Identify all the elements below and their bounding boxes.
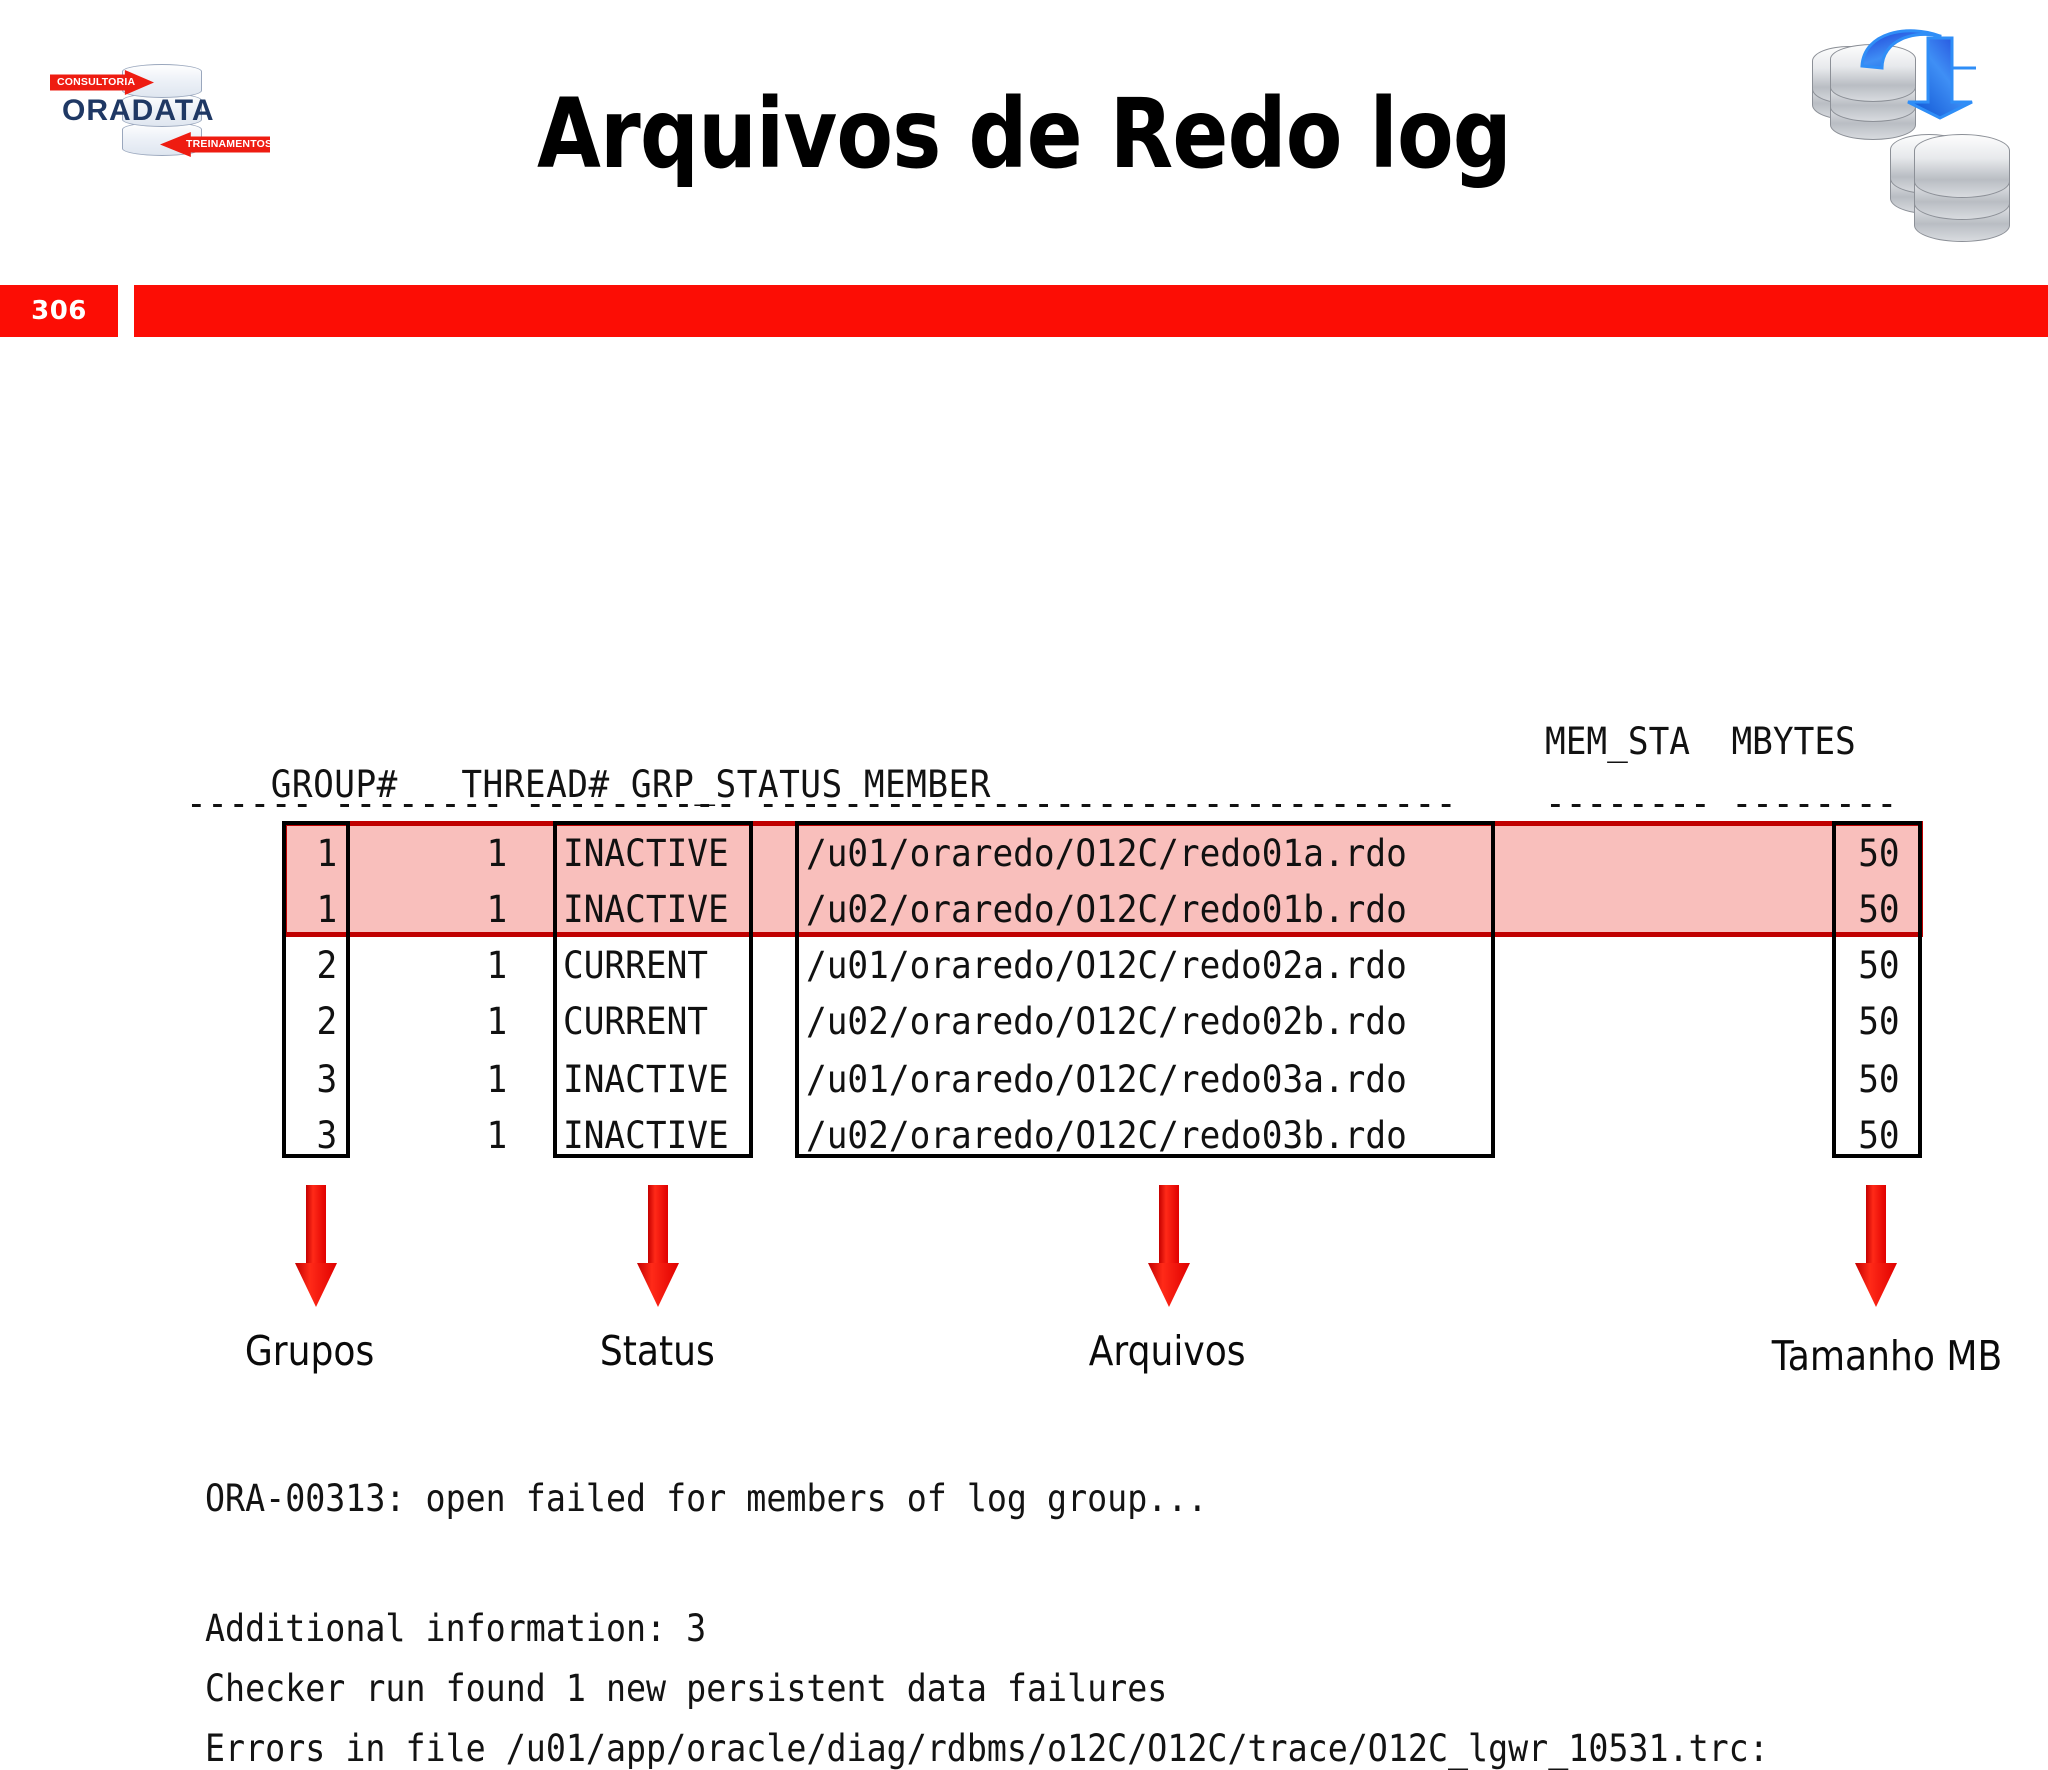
cell-thread: 1 [486, 832, 508, 875]
table-row: 2 1 CURRENT /u01/oraredo/O12C/redo02a.rd… [0, 937, 2048, 995]
cell-thread: 1 [486, 1114, 508, 1157]
logo-consultoria-label: CONSULTORIA [57, 76, 136, 88]
cell-mbytes: 50 [1858, 1058, 1900, 1101]
callout-label-tamanho: Tamanho MB [1771, 1332, 2003, 1380]
cell-status: CURRENT [563, 1000, 709, 1043]
cell-thread: 1 [486, 1058, 508, 1101]
logo-treinamentos-label: TREINAMENTOS [186, 138, 273, 150]
blue-curved-arrow-icon [1860, 29, 1976, 120]
table-row: 2 1 CURRENT /u02/oraredo/O12C/redo02b.rd… [0, 993, 2048, 1051]
cell-member: /u01/oraredo/O12C/redo02a.rdo [806, 944, 1407, 987]
cell-status: INACTIVE [563, 888, 729, 931]
table-row: 1 1 INACTIVE /u01/oraredo/O12C/redo01a.r… [0, 825, 2048, 883]
logo-wordmark: ORADATA [62, 94, 215, 127]
mbytes-column-outline [1832, 821, 1922, 1158]
cell-member: /u02/oraredo/O12C/redo02b.rdo [806, 1000, 1407, 1043]
cell-group: 3 [316, 1114, 338, 1157]
cell-member: /u01/oraredo/O12C/redo03a.rdo [806, 1058, 1407, 1101]
callout-arrow-grupos [295, 1185, 337, 1307]
cell-status: INACTIVE [563, 832, 729, 875]
cell-group: 2 [316, 944, 338, 987]
callout-arrow-arquivos [1148, 1185, 1190, 1307]
database-replication-icon [1794, 8, 2026, 258]
cell-thread: 1 [486, 888, 508, 931]
log-line-additional: Additional information: 3 [205, 1607, 707, 1650]
log-line-errors-infile: Errors in file /u01/app/oracle/diag/rdbm… [205, 1727, 1769, 1770]
cell-group: 2 [316, 1000, 338, 1043]
log-line-checker: Checker run found 1 new persistent data … [205, 1667, 1168, 1710]
cell-mbytes: 50 [1858, 832, 1900, 875]
callout-arrow-status [637, 1185, 679, 1307]
cell-member: /u01/oraredo/O12C/redo01a.rdo [806, 832, 1407, 875]
database-stack-source-icon [1812, 36, 1924, 144]
column-headers-right: MEM_STA MBYTES [1545, 720, 1856, 763]
cell-thread: 1 [486, 944, 508, 987]
oradata-logo: CONSULTORIA TREINAMENTOS ORADATA [44, 58, 274, 178]
cell-thread: 1 [486, 1000, 508, 1043]
callout-label-status: Status [599, 1327, 715, 1375]
table-row: 1 1 INACTIVE /u02/oraredo/O12C/redo01b.r… [0, 881, 2048, 939]
page-number-badge: 306 [0, 285, 118, 337]
table-row: 3 1 INACTIVE /u02/oraredo/O12C/redo03b.r… [0, 1107, 2048, 1165]
callout-label-grupos: Grupos [244, 1327, 375, 1375]
cell-group: 1 [316, 888, 338, 931]
cell-member: /u02/oraredo/O12C/redo01b.rdo [806, 888, 1407, 931]
database-stack-target-icon [1890, 120, 2018, 244]
cell-mbytes: 50 [1858, 1114, 1900, 1157]
logo-database-cylinder-icon [122, 64, 202, 158]
group-column-outline [282, 821, 350, 1158]
cell-mbytes: 50 [1858, 1000, 1900, 1043]
member-column-outline [795, 821, 1495, 1158]
cell-status: INACTIVE [563, 1058, 729, 1101]
sql-output-panel: GROUP# THREAD# GRP_STATUS MEMBER MEM_STA… [0, 337, 2048, 1770]
header-red-bar [134, 285, 2048, 337]
table-row: 3 1 INACTIVE /u01/oraredo/O12C/redo03a.r… [0, 1051, 2048, 1109]
page-title: Arquivos de Redo log [536, 78, 1512, 190]
callout-arrow-tamanho [1855, 1185, 1897, 1307]
cell-group: 1 [316, 832, 338, 875]
separator-dashes-right: -------- -------- [1545, 782, 1898, 825]
separator-dashes-left: ------ -------- ---------- -------------… [186, 782, 1457, 825]
cell-mbytes: 50 [1858, 888, 1900, 931]
cell-member: /u02/oraredo/O12C/redo03b.rdo [806, 1114, 1407, 1157]
cell-status: INACTIVE [563, 1114, 729, 1157]
cell-status: CURRENT [563, 944, 709, 987]
cell-group: 3 [316, 1058, 338, 1101]
slide-header: CONSULTORIA TREINAMENTOS ORADATA Arquivo… [0, 0, 2048, 278]
callout-label-arquivos: Arquivos [1088, 1327, 1246, 1375]
log-line-ora-00313: ORA-00313: open failed for members of lo… [205, 1477, 1208, 1520]
column-header-row: GROUP# THREAD# GRP_STATUS MEMBER [186, 720, 991, 849]
cell-mbytes: 50 [1858, 944, 1900, 987]
column-headers-left: GROUP# THREAD# GRP_STATUS MEMBER [270, 763, 991, 806]
status-column-outline [553, 821, 753, 1158]
